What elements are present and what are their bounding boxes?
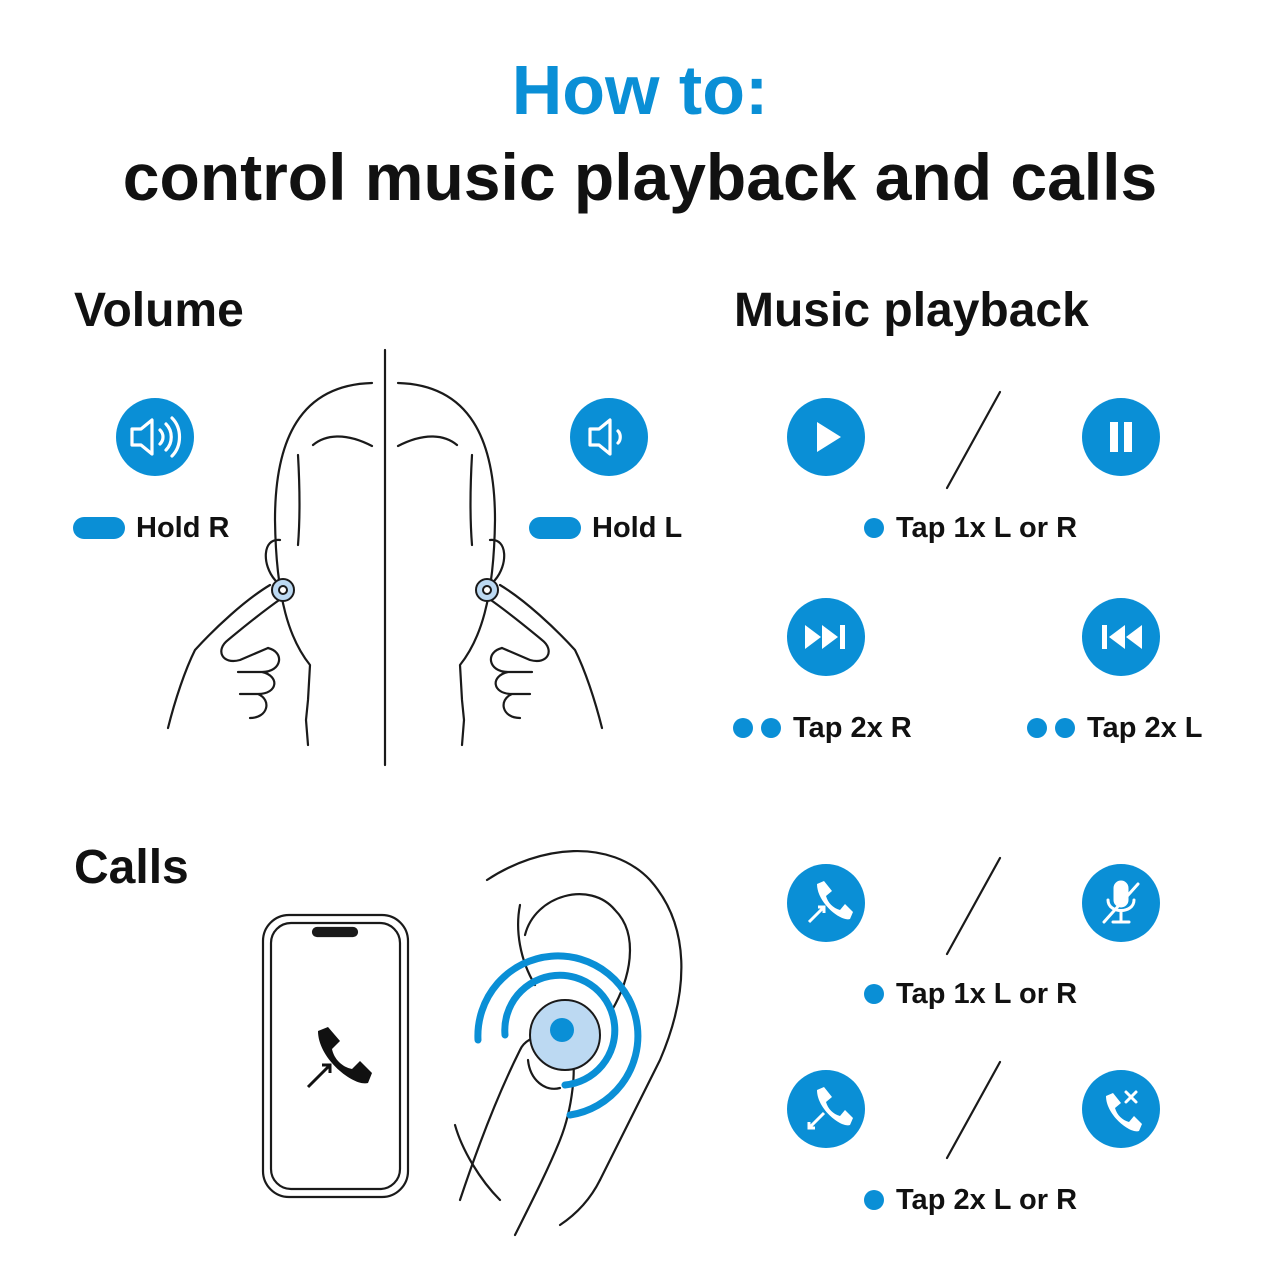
music-heading: Music playback	[734, 284, 1089, 337]
volume-up-icon	[116, 398, 194, 476]
page-title: control music playback and calls	[122, 140, 1158, 214]
tap-rings	[474, 952, 642, 1119]
end-call-icon	[787, 1070, 865, 1148]
end-reject-label: Tap 2x L or R	[896, 1184, 1078, 1216]
next-track-label: Tap 2x R	[793, 712, 912, 744]
calls-heading: Calls	[74, 841, 189, 894]
volume-heading: Volume	[74, 284, 244, 337]
tap-dot	[864, 1190, 884, 1210]
head-illustration	[166, 348, 604, 767]
volume-down-icon	[570, 398, 648, 476]
tap-dot	[864, 518, 884, 538]
volume-down-label: Hold L	[592, 512, 683, 544]
previous-track-icon	[1082, 598, 1160, 676]
answer-call-icon	[787, 864, 865, 942]
answer-mute-label: Tap 1x L or R	[896, 978, 1078, 1010]
earbud-touch-center	[550, 1018, 574, 1042]
previous-track-label: Tap 2x L	[1087, 712, 1203, 744]
hold-indicator-left	[529, 517, 581, 539]
play-pause-label: Tap 1x L or R	[896, 512, 1078, 544]
title-how-to: How to:	[511, 51, 769, 129]
next-track-icon	[787, 598, 865, 676]
phone-screen-call-icon	[306, 1027, 372, 1089]
hold-indicator-right	[73, 517, 125, 539]
reject-call-icon	[1082, 1070, 1160, 1148]
play-icon	[787, 398, 865, 476]
tap-dot	[1027, 718, 1047, 738]
volume-up-label: Hold R	[136, 512, 230, 544]
pause-icon	[1082, 398, 1160, 476]
earbuds	[271, 578, 499, 602]
tap-dot	[1055, 718, 1075, 738]
mute-mic-icon	[1082, 864, 1160, 942]
tap-dot	[761, 718, 781, 738]
tap-dot	[733, 718, 753, 738]
phone-illustration	[261, 913, 410, 1199]
tap-dot	[864, 984, 884, 1004]
